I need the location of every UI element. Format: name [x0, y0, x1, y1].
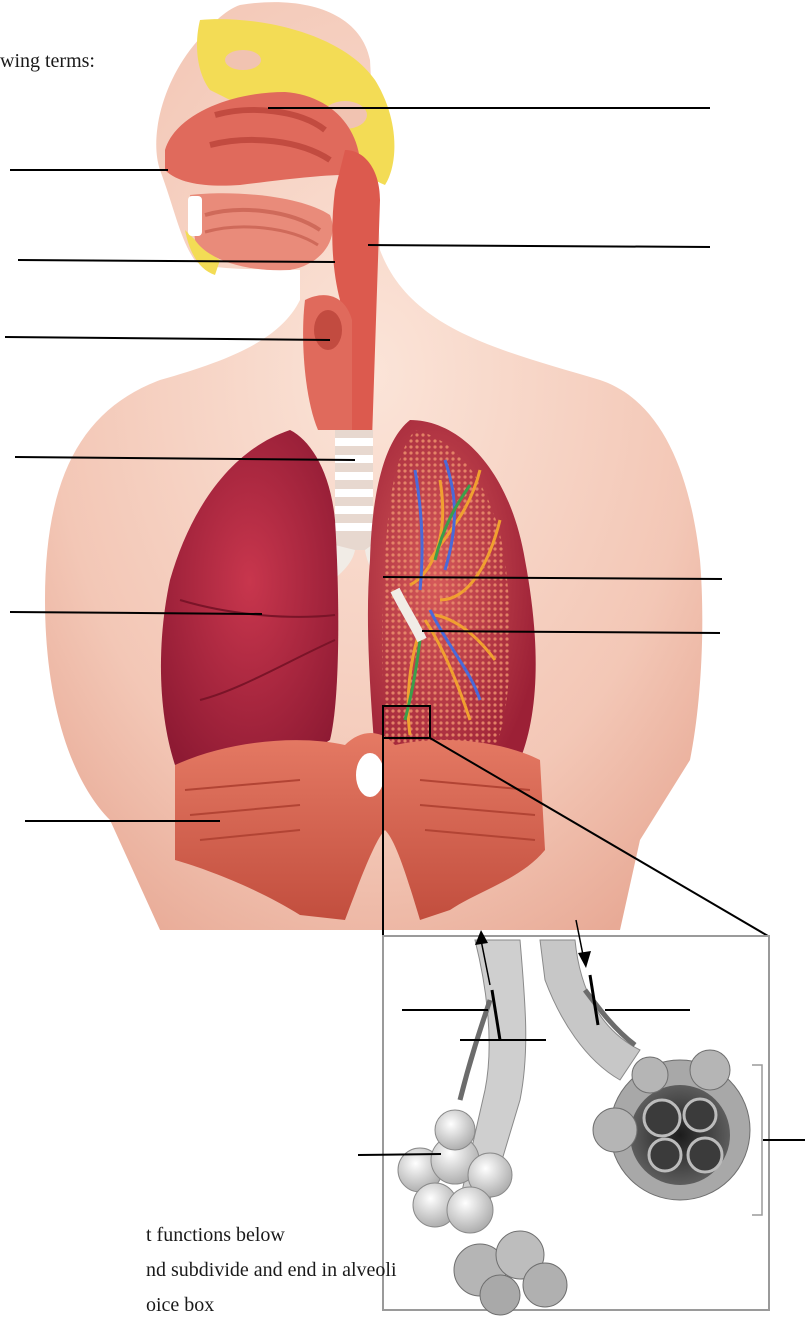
function-item-larynx: oice box [146, 1294, 214, 1317]
functions-heading-fragment: t functions below [146, 1224, 285, 1247]
instructions-fragment: wing terms: [0, 50, 95, 73]
blank-alveolar-sac[interactable] [358, 1154, 441, 1155]
blank-pharynx[interactable] [368, 245, 710, 247]
function-item-bronchi: nd subdivide and end in alveoli [146, 1259, 397, 1282]
